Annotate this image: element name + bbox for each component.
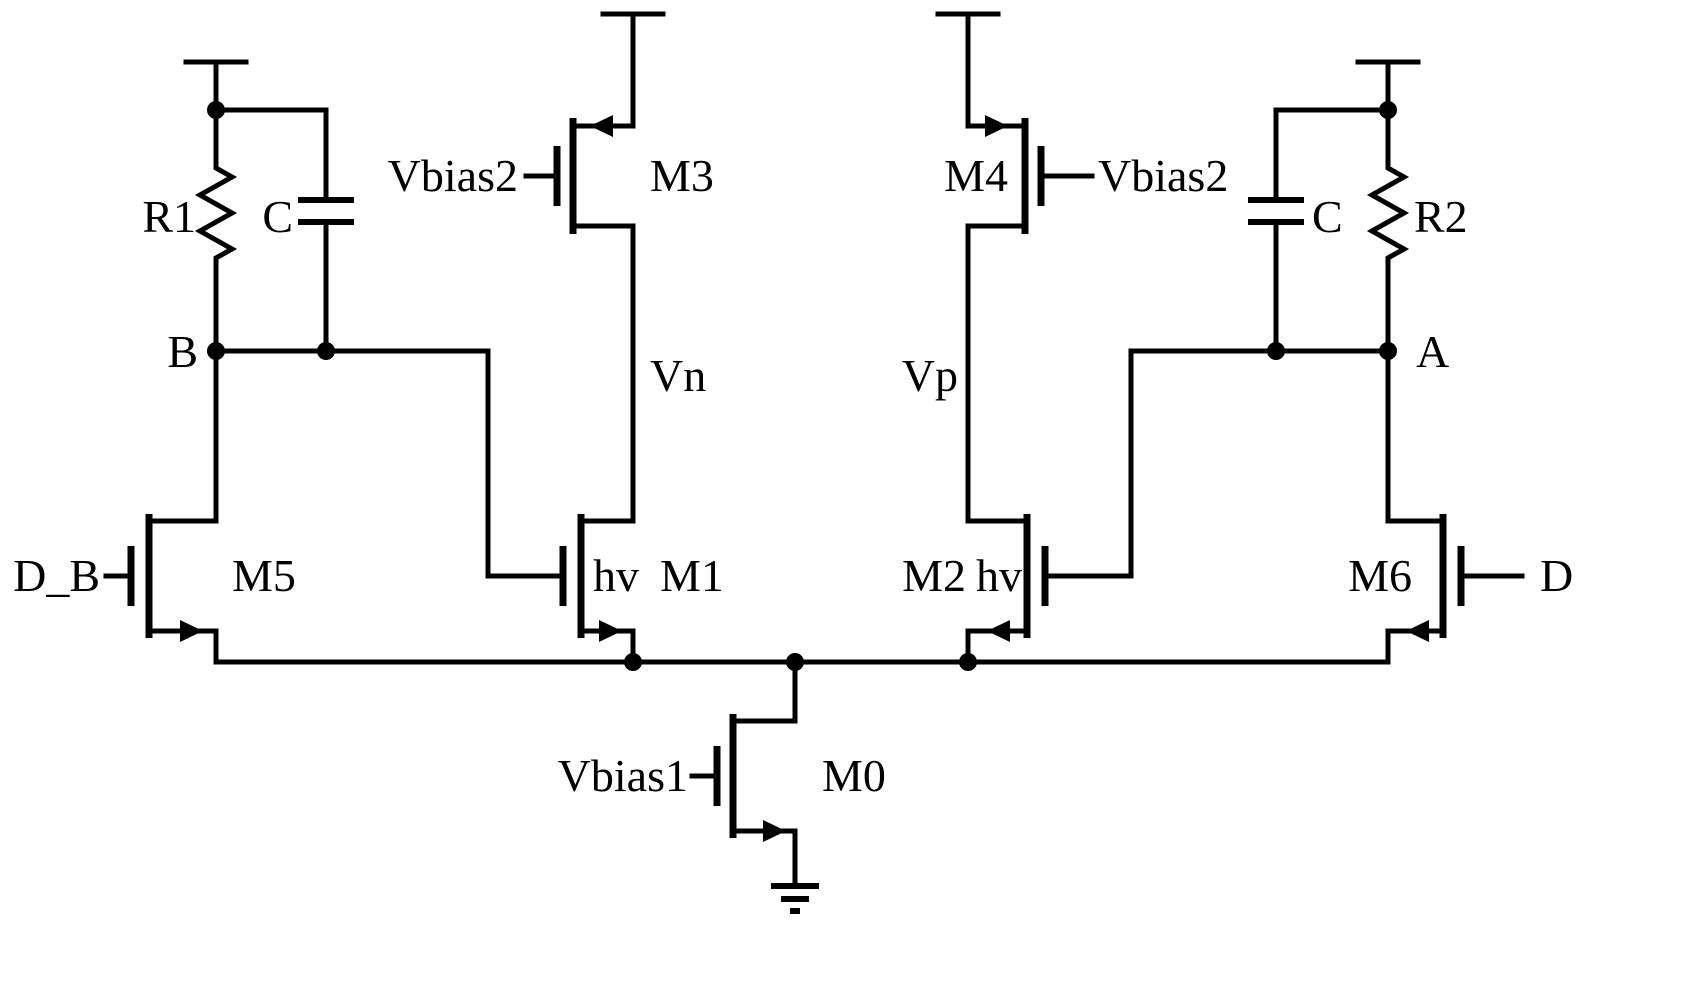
junction-dot — [786, 653, 804, 671]
transistor-m4 — [965, 115, 1095, 234]
label-vbias1: Vbias1 — [558, 750, 688, 801]
junction-dot — [1379, 101, 1397, 119]
source-arrow-icon — [985, 115, 1008, 137]
label-m4: M4 — [944, 150, 1008, 201]
supply-tee — [600, 11, 666, 129]
label-m6: M6 — [1348, 550, 1412, 601]
junction-dot-b — [207, 342, 225, 360]
label-node-a: A — [1416, 326, 1449, 377]
wire-node-a-to-m2-gate — [1042, 348, 1391, 579]
resistor-body — [1366, 107, 1410, 354]
resistor-body — [194, 107, 238, 354]
label-hv-left: hv — [593, 550, 639, 601]
transistor-m2 — [965, 514, 1049, 642]
transistor-m5 — [103, 514, 219, 642]
power-rail-m3 — [600, 11, 666, 129]
transistor-m6 — [1385, 514, 1525, 642]
junction-dot — [317, 342, 335, 360]
junction-dots — [207, 101, 1397, 671]
label-vn: Vn — [650, 350, 706, 401]
label-r2: R2 — [1414, 191, 1468, 242]
resistor-r1 — [194, 107, 238, 354]
label-c-right: C — [1312, 191, 1343, 242]
wire-node-b-to-m1-gate — [213, 348, 566, 579]
transistor-m0 — [689, 714, 798, 889]
label-vbias2-left: Vbias2 — [388, 150, 518, 201]
label-m2: M2 — [902, 550, 966, 601]
label-m5: M5 — [232, 550, 296, 601]
junction-dot — [624, 653, 642, 671]
source-arrow-icon — [180, 620, 203, 642]
label-m1: M1 — [660, 550, 724, 601]
label-vbias2-right: Vbias2 — [1098, 150, 1228, 201]
label-node-b: B — [167, 326, 198, 377]
source-arrow-icon — [590, 115, 613, 137]
source-arrow-icon — [987, 620, 1010, 642]
junction-dot — [207, 101, 225, 119]
capacitor-top-lead — [213, 107, 329, 203]
capacitor-top-lead — [1273, 107, 1391, 203]
supply-tee — [935, 11, 1001, 129]
label-m0: M0 — [822, 750, 886, 801]
wires — [213, 223, 1391, 724]
source-arrow-icon — [1406, 620, 1429, 642]
transistor-m3 — [523, 115, 636, 234]
capacitor-c-right — [1248, 107, 1391, 354]
junction-dot — [1267, 342, 1285, 360]
power-rail-m4 — [935, 11, 1001, 129]
source-arrow-icon — [599, 620, 622, 642]
label-m3: M3 — [650, 150, 714, 201]
label-r1: R1 — [142, 191, 196, 242]
label-d-b: D_B — [13, 550, 100, 601]
junction-dot — [959, 653, 977, 671]
label-vp: Vp — [902, 350, 958, 401]
source-arrow-icon — [763, 820, 786, 842]
label-c-left: C — [262, 191, 293, 242]
label-d: D — [1540, 550, 1573, 601]
transistor-m1 — [559, 514, 636, 642]
resistor-r2 — [1366, 107, 1410, 354]
capacitor-c-left — [213, 107, 354, 354]
ground-icon — [771, 883, 819, 914]
junction-dot-a — [1379, 342, 1397, 360]
label-hv-right: hv — [976, 550, 1022, 601]
labels: R1 C B Vbias2 M3 Vn D_B M5 hv M1 Vbias1 … — [13, 150, 1573, 801]
